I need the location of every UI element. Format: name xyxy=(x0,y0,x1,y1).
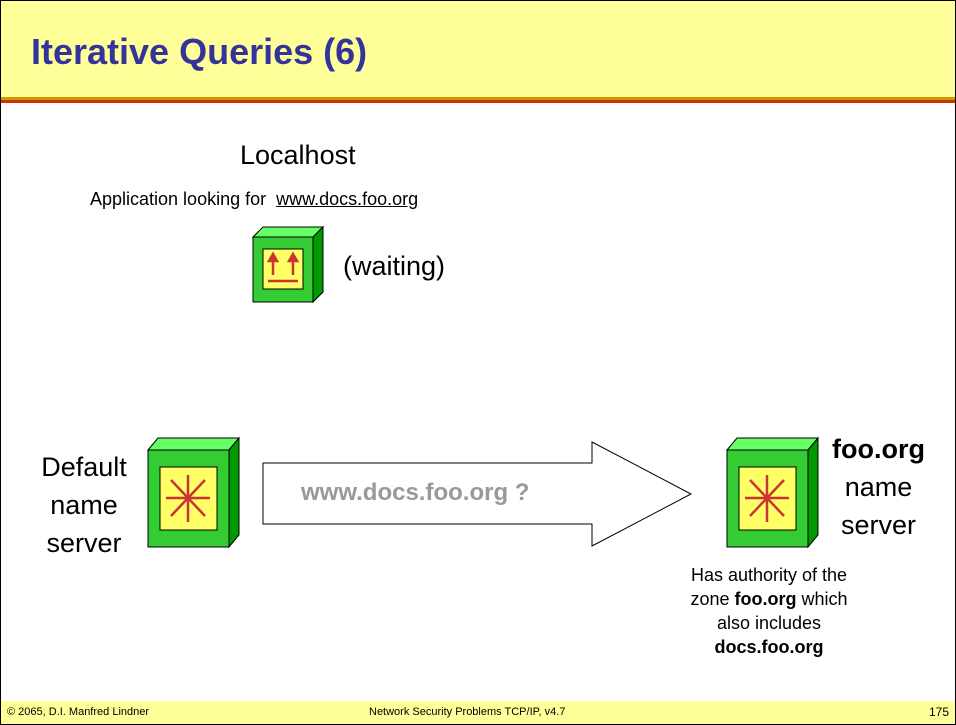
foo-name-server-icon xyxy=(725,436,820,549)
default-server-line3: server xyxy=(46,528,122,558)
footer-bar xyxy=(1,701,955,724)
desc-line3: also includes xyxy=(716,613,822,633)
app-query-prefix: Application looking for xyxy=(90,189,267,209)
router-star-icon xyxy=(166,475,210,522)
exchange-arrows-icon xyxy=(266,251,300,283)
foo-server-line1: foo.org xyxy=(832,434,925,464)
localhost-host-icon xyxy=(251,225,325,304)
default-server-line1: Default xyxy=(41,452,127,482)
app-query-text: Application looking for www.docs.foo.org xyxy=(90,189,418,210)
desc-line1: Has authority of the xyxy=(690,565,848,585)
query-arrow-label: www.docs.foo.org ? xyxy=(301,479,530,506)
page-title: Iterative Queries (6) xyxy=(31,31,368,72)
desc-line2: zone foo.org which xyxy=(641,587,897,611)
router-star-icon xyxy=(745,475,789,522)
localhost-label: Localhost xyxy=(240,140,356,170)
default-name-server-icon xyxy=(146,436,241,549)
waiting-status: (waiting) xyxy=(343,251,446,281)
desc-line2-prefix: zone xyxy=(690,589,730,609)
desc-line2-bold: foo.org xyxy=(734,589,797,609)
footer-course: Network Security Problems TCP/IP, v4.7 xyxy=(369,706,566,718)
foo-server-label: foo.org name server xyxy=(811,430,946,544)
footer-copyright: © 2065, D.I. Manfred Lindner xyxy=(7,706,150,718)
desc-line2-suffix: which xyxy=(801,589,848,609)
foo-server-line2: name xyxy=(844,472,913,502)
query-arrow xyxy=(262,441,693,547)
default-server-label: Default name server xyxy=(21,448,147,562)
desc-line4: docs.foo.org xyxy=(714,637,824,657)
title-divider-gold xyxy=(1,97,955,100)
foo-server-description: Has authority of the zone foo.org which … xyxy=(641,563,897,659)
foo-server-line3: server xyxy=(840,510,916,540)
title-divider-red xyxy=(1,100,955,103)
title-bar: Iterative Queries (6) xyxy=(1,1,955,97)
app-query-url: www.docs.foo.org xyxy=(276,189,419,209)
footer-page-number: 175 xyxy=(929,705,950,719)
default-server-line2: name xyxy=(50,490,118,520)
